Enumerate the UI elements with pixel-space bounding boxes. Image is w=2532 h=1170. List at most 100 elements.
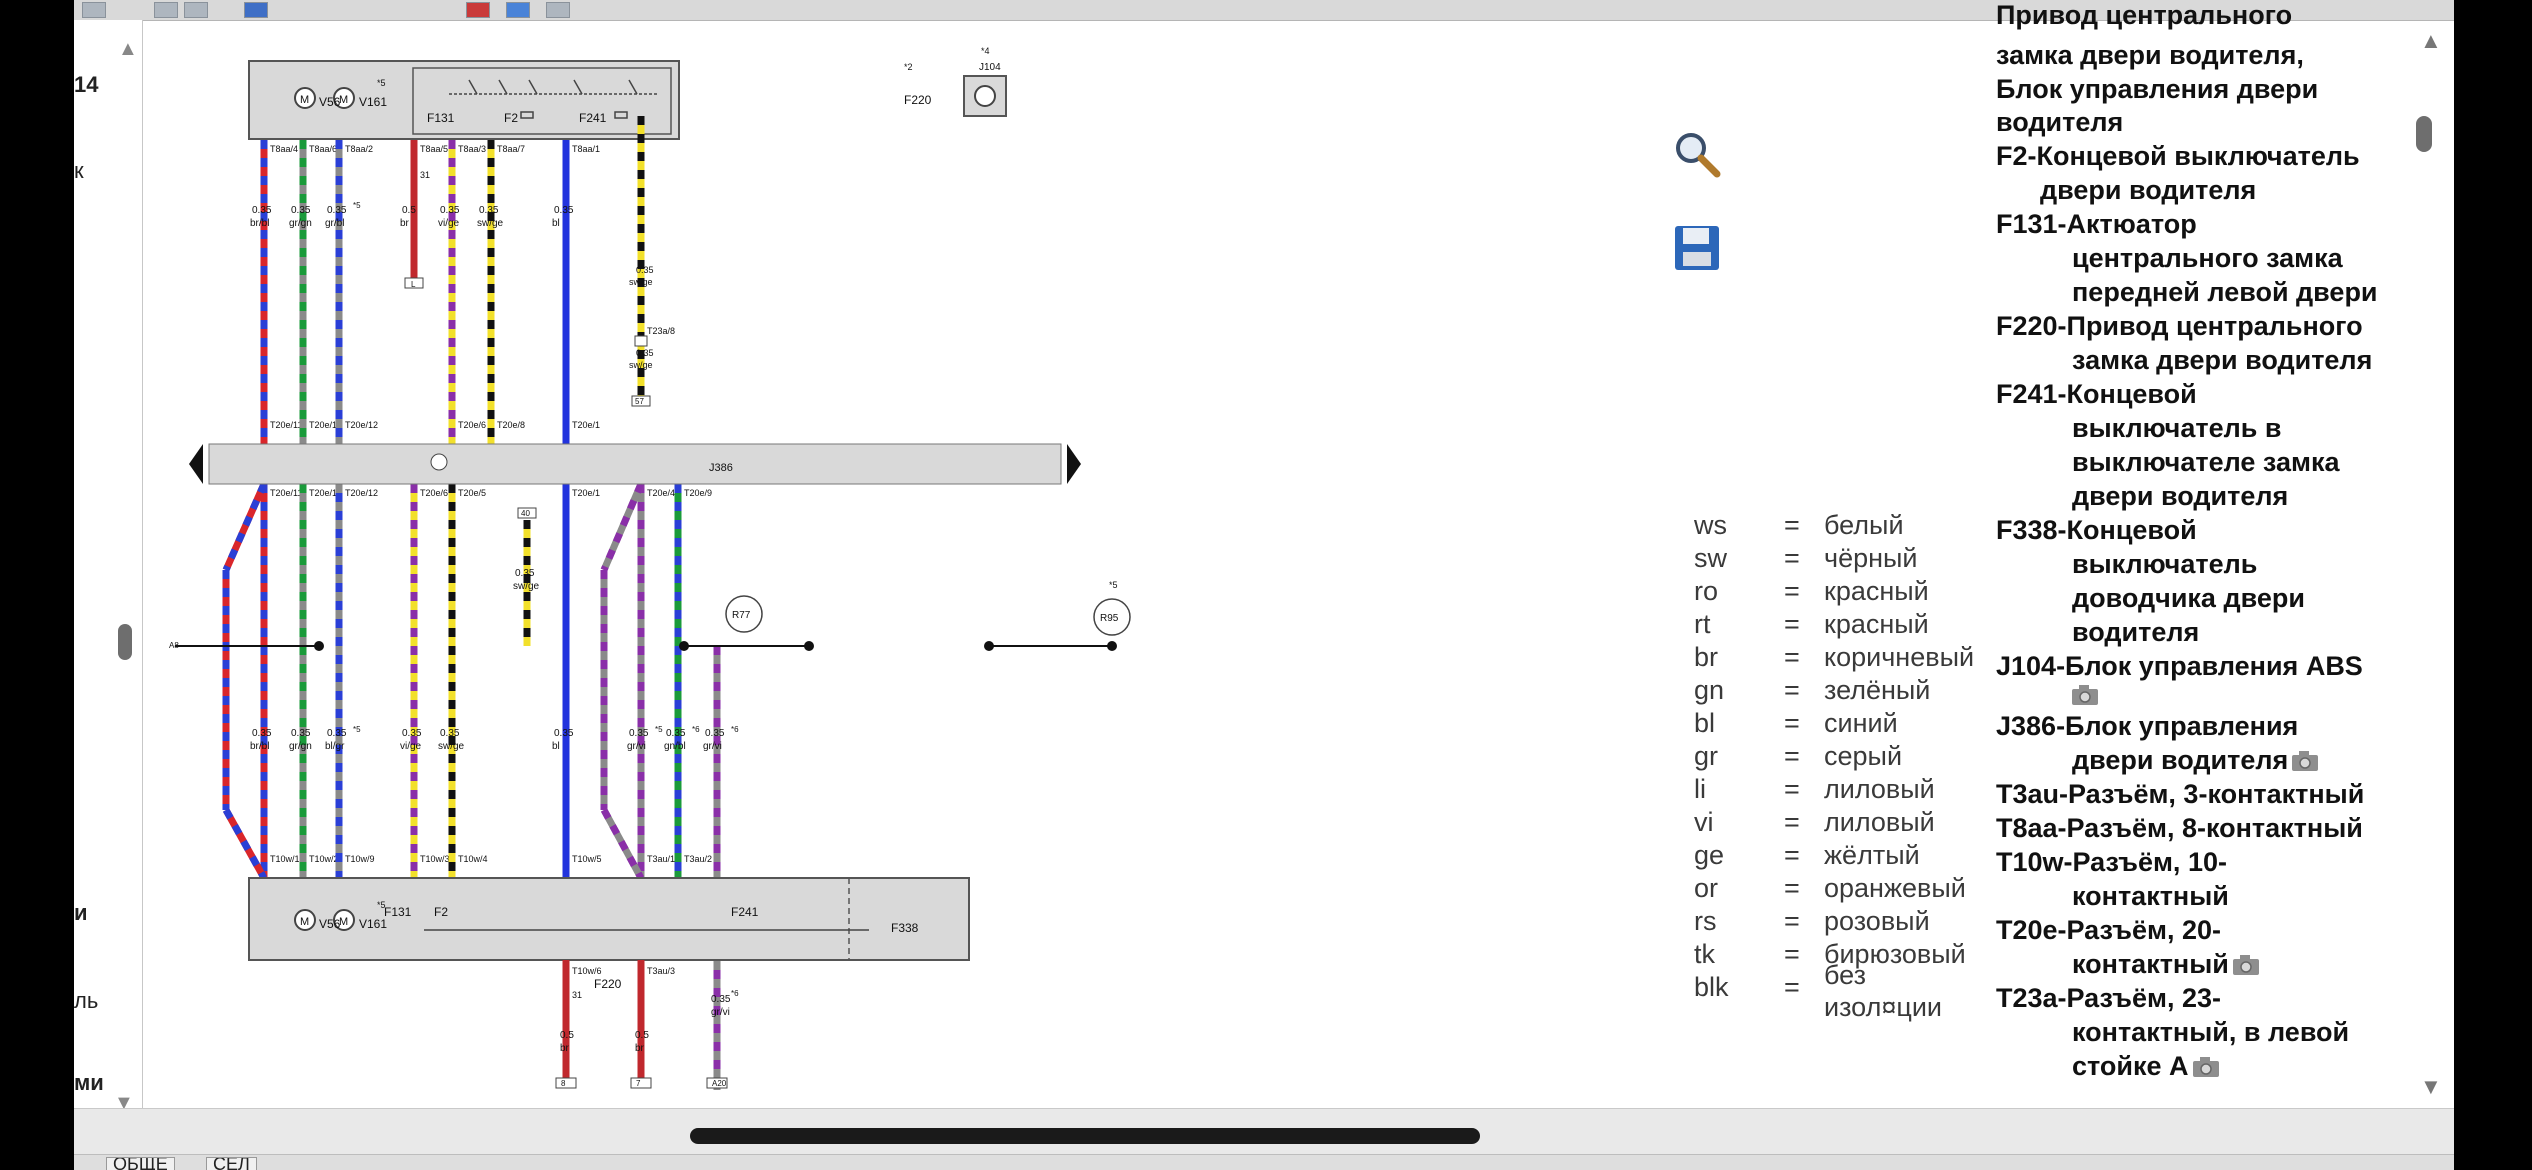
component-entry: T23a-Разъём, 23- — [1996, 981, 2221, 1015]
left-panel-item[interactable]: ми — [74, 1070, 104, 1095]
toolbar-button-icon[interactable] — [244, 2, 268, 18]
pin-label: T10w/9 — [345, 854, 375, 864]
svg-text:M: M — [339, 94, 348, 106]
terminal-label: 7 — [636, 1079, 641, 1088]
component-entry: водителя — [1996, 105, 2123, 139]
magnifier-icon[interactable] — [1671, 128, 1723, 180]
pin-label: T8aa/6 — [309, 144, 337, 154]
pin-label: T10w/4 — [458, 854, 488, 864]
component-text: контактный — [2072, 949, 2229, 979]
legend-eq: = — [1784, 972, 1800, 1002]
left-panel-item[interactable]: и — [74, 900, 88, 925]
module-label: F220 — [594, 977, 622, 991]
wire-terminal — [630, 1077, 652, 1089]
bottom-button[interactable]: СЕЛ — [206, 1157, 257, 1170]
pin-label: T10w/2 — [309, 854, 339, 864]
component-entry: F131-Актюатор — [1996, 207, 2197, 241]
top-switch-group-box — [412, 67, 672, 135]
page-left-arrow-icon[interactable] — [189, 444, 203, 484]
camera-icon[interactable] — [2070, 683, 2100, 707]
component-entry: T8aa-Разъём, 8-контактный — [1996, 811, 2363, 845]
camera-icon[interactable] — [2231, 953, 2261, 977]
wire-label: vi/ge — [400, 741, 422, 752]
left-panel-item[interactable]: 14 — [74, 72, 99, 97]
wire-terminal — [555, 1077, 577, 1089]
svg-text:R95: R95 — [1100, 613, 1119, 624]
legend-meaning: без — [1824, 960, 1866, 990]
wire-label: bl — [552, 218, 560, 229]
toolbar-button-icon[interactable] — [82, 2, 106, 18]
viewer-screen: ▲ 14 к и ль ми ▼ M M V56 V161 — [74, 0, 2454, 1170]
pin-label: T20e/6 — [458, 420, 486, 430]
floppy-disk-icon[interactable] — [1671, 222, 1723, 274]
component-entry: выключателе замка — [2072, 445, 2340, 479]
pin-label: T20e/8 — [497, 420, 525, 430]
pin-label: 31 — [572, 990, 582, 1000]
wiring-diagram-svg: M M V56 V161 *5 F131 F2 F241 — [169, 46, 1131, 1090]
wire-terminal — [517, 507, 537, 519]
component-entry: стойке A — [2072, 1049, 2221, 1083]
wire-label: bl — [552, 741, 560, 752]
footnote-marker: *6 — [731, 725, 739, 734]
toolbar-button-icon[interactable] — [184, 2, 208, 18]
scroll-up-arrow-icon[interactable]: ▲ — [2420, 28, 2442, 53]
legend-code: or — [1694, 873, 1719, 903]
component-text: доводчика двери — [2072, 583, 2305, 613]
toolbar-button-icon[interactable] — [154, 2, 178, 18]
wire-label: bl/gr — [325, 741, 345, 752]
wire-label: vi/ge — [438, 218, 460, 229]
wire-label: sw/ge — [629, 277, 653, 287]
footnote-marker: *5 — [353, 725, 361, 734]
wire-label: gr/vi — [711, 1007, 730, 1018]
component-text: F2-Концевой выключатель — [1996, 141, 2360, 171]
component-label: F131 — [384, 905, 412, 919]
pin-label: T3au/3 — [647, 966, 675, 976]
component-text: контактный — [2072, 881, 2229, 911]
page-right-arrow-icon[interactable] — [1067, 444, 1081, 484]
left-panel-item[interactable]: ль — [74, 988, 99, 1013]
wire-label: 0.35 — [666, 728, 686, 739]
component-text: Привод центрального — [1996, 0, 2293, 30]
left-panel-scrollbar-thumb[interactable] — [118, 624, 132, 660]
wire-label: 0.35 — [327, 728, 347, 739]
left-panel-item[interactable]: к — [74, 158, 84, 183]
footnote-marker: *6 — [692, 725, 700, 734]
wire-label: 0.35 — [636, 348, 654, 358]
component-entry: Блок управления двери — [1996, 72, 2318, 106]
toolbar-button-icon[interactable] — [506, 2, 530, 18]
pin-label: T20e/4 — [647, 488, 675, 498]
legend-meaning: зелёный — [1824, 675, 1931, 705]
footnote-marker: *4 — [981, 46, 990, 56]
legend-eq: = — [1784, 576, 1800, 606]
camera-icon[interactable] — [2191, 1055, 2221, 1079]
legend-code: gn — [1694, 675, 1725, 705]
pin-label: T3au/2 — [684, 854, 712, 864]
toolbar-button-icon[interactable] — [466, 2, 490, 18]
motor-v56-symbol: M — [294, 909, 316, 931]
wire-label: br/bl — [250, 741, 269, 752]
splice-dot — [804, 641, 814, 651]
pin-label: T8aa/7 — [497, 144, 525, 154]
legend-code: rs — [1694, 906, 1717, 936]
right-scrollbar-thumb[interactable] — [2416, 116, 2432, 152]
wire-label: br — [560, 1043, 570, 1054]
camera-icon[interactable] — [2290, 749, 2320, 773]
component-entry: T10w-Разъём, 10- — [1996, 845, 2227, 879]
toolbar-button-icon[interactable] — [546, 2, 570, 18]
legend-code: tk — [1694, 939, 1716, 969]
component-label: V161 — [359, 95, 387, 109]
home-indicator[interactable] — [690, 1128, 1480, 1144]
bottom-button[interactable]: ОБЩЕ — [106, 1157, 175, 1170]
legend-eq: = — [1784, 708, 1800, 738]
scroll-down-arrow-icon[interactable]: ▼ — [2420, 1074, 2442, 1099]
splice-dot — [984, 641, 994, 651]
legend-code: bl — [1694, 708, 1716, 738]
scroll-up-arrow-icon[interactable]: ▲ — [118, 38, 138, 60]
pin-label: T20e/5 — [458, 488, 486, 498]
node-label: A8 — [169, 641, 179, 650]
component-text: выключатель — [2072, 549, 2258, 579]
component-entry: F220-Привод центрального — [1996, 309, 2363, 343]
wire-label: br — [400, 218, 410, 229]
component-entry: замка двери водителя — [2072, 343, 2372, 377]
pin-label: T20e/12 — [345, 488, 378, 498]
